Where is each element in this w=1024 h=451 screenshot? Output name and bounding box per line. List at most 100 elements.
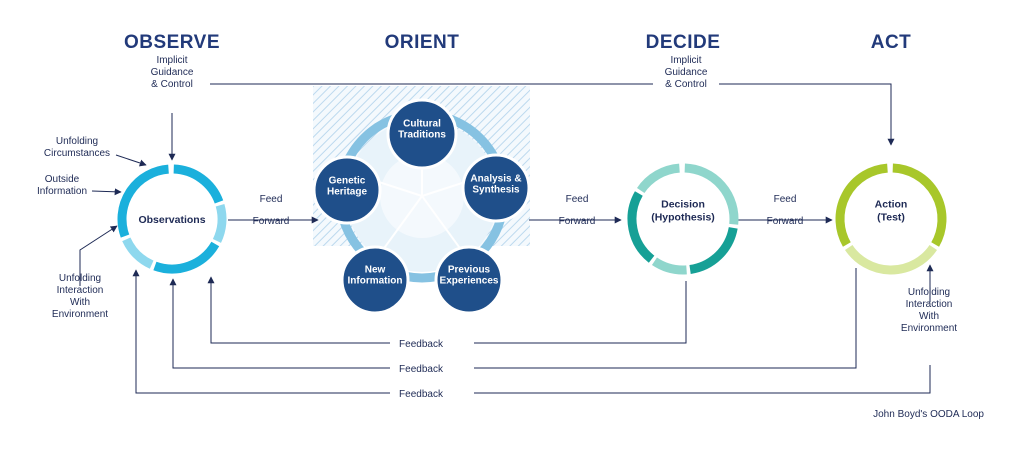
orient-item-analysis-label: Analysis &Synthesis	[470, 174, 521, 196]
implicit-guidance-decide-label-line: & Control	[665, 79, 707, 90]
decision-label-line: Decision	[661, 199, 705, 211]
feedback-line-1a	[474, 281, 687, 344]
feedback-label-3: Feedback	[399, 389, 444, 400]
action-ring	[835, 163, 947, 275]
outside-information-arrow	[91, 188, 122, 196]
unfolding-interaction-right-label-line: Environment	[901, 323, 957, 334]
feed-forward-label-2-line: Feed	[566, 194, 589, 205]
orient-item-genetic-label-line: Genetic	[329, 176, 366, 187]
unfolding-interaction-right-label-line: Unfolding	[908, 287, 950, 298]
unfolding-interaction-right-label-line: Interaction	[906, 299, 953, 310]
implicit-guidance-observe-label-line: Guidance	[151, 67, 194, 78]
outside-information-label-line: Outside	[45, 174, 80, 185]
feed-forward-label-1-line: Feed	[260, 194, 283, 205]
outside-information-label-line: Information	[37, 186, 87, 197]
feedback-line-3b	[132, 269, 390, 394]
phase-orient: ORIENT	[385, 32, 460, 53]
feed-forward-label-1-line: Forward	[253, 216, 290, 227]
orient-item-new-information-label-line: New	[365, 265, 386, 276]
feedback-line-3a	[474, 365, 931, 394]
observations-node	[127, 174, 217, 264]
orient-item-analysis: Analysis &Synthesis	[461, 153, 531, 223]
unfolding-interaction-left-label-line: With	[70, 297, 90, 308]
orient-item-previous-label-line: Previous	[448, 265, 491, 276]
feedback-label-1: Feedback	[399, 339, 444, 350]
decision-node	[637, 173, 729, 265]
action-label-line: (Test)	[877, 212, 905, 224]
action-ring-segment-3	[835, 163, 888, 247]
observations-ring	[117, 164, 227, 274]
orient-item-cultural-label-line: Cultural	[403, 119, 441, 130]
observations-label-line: Observations	[138, 214, 205, 226]
unfolding-circumstances-label-line: Circumstances	[44, 148, 110, 159]
unfolding-interaction-left-arrow	[79, 225, 118, 286]
feed-forward-label-2-line: Forward	[559, 216, 596, 227]
feed-forward-label-3-line: Forward	[767, 216, 804, 227]
unfolding-interaction-right-label-line: With	[919, 311, 939, 322]
observations-ring-segment-3	[153, 241, 220, 274]
action-label: Action(Test)	[875, 199, 908, 224]
feedback-line-2a	[474, 268, 857, 369]
phase-decide: DECIDE	[646, 32, 721, 53]
orient-item-genetic-label-line: Heritage	[327, 187, 367, 198]
observations-label: Observations	[138, 214, 205, 226]
observations-ring-segment-5	[117, 164, 169, 238]
unfolding-circumstances-label-line: Unfolding	[56, 136, 98, 147]
feedback-line-2b	[169, 278, 390, 369]
decision-ring-segment-1	[684, 163, 739, 225]
orient-item-new-information-label-line: Information	[348, 276, 403, 287]
decision-ring-segment-5	[636, 163, 680, 194]
caption: John Boyd's OODA Loop	[873, 409, 984, 420]
observations-ring-segment-1	[173, 164, 224, 204]
unfolding-interaction-left-label-line: Unfolding	[59, 273, 101, 284]
action-label-line: Action	[875, 199, 908, 211]
decision-ring-segment-3	[651, 257, 687, 275]
feed-forward-label-3-line: Feed	[774, 194, 797, 205]
decision-label-line: (Hypothesis)	[651, 212, 715, 224]
implicit-guidance-decide-label-line: Guidance	[665, 67, 708, 78]
decision-ring-segment-4	[627, 191, 655, 263]
orient-item-analysis-label-line: Analysis &	[470, 174, 521, 185]
action-node	[845, 173, 937, 265]
orient-item-previous-label-line: Experiences	[440, 276, 499, 287]
implicit-guidance-observe-label-line: Implicit	[156, 55, 187, 66]
feedback-line-1b	[207, 276, 390, 344]
observations-ring-segment-4	[122, 237, 154, 269]
feedback-label-2: Feedback	[399, 364, 444, 375]
unfolding-interaction-left-label-line: Environment	[52, 309, 108, 320]
observations-ring-segment-2	[212, 203, 227, 243]
decision-ring	[627, 163, 739, 275]
orient-item-cultural-label-line: Traditions	[398, 130, 446, 141]
phase-observe: OBSERVE	[124, 32, 220, 53]
implicit-guidance-to-act-arrow	[719, 83, 895, 146]
decision-label: Decision(Hypothesis)	[651, 199, 715, 224]
decision-ring-segment-2	[689, 226, 738, 274]
implicit-guidance-decide-label-line: Implicit	[670, 55, 701, 66]
orient-item-analysis-label-line: Synthesis	[472, 185, 520, 196]
unfolding-circumstances-arrow	[115, 154, 147, 167]
unfolding-interaction-left-label-line: Interaction	[57, 285, 104, 296]
action-ring-segment-2	[844, 244, 938, 275]
action-ring-segment-1	[892, 163, 947, 247]
phase-act: ACT	[871, 32, 912, 53]
implicit-guidance-observe-label-line: & Control	[151, 79, 193, 90]
